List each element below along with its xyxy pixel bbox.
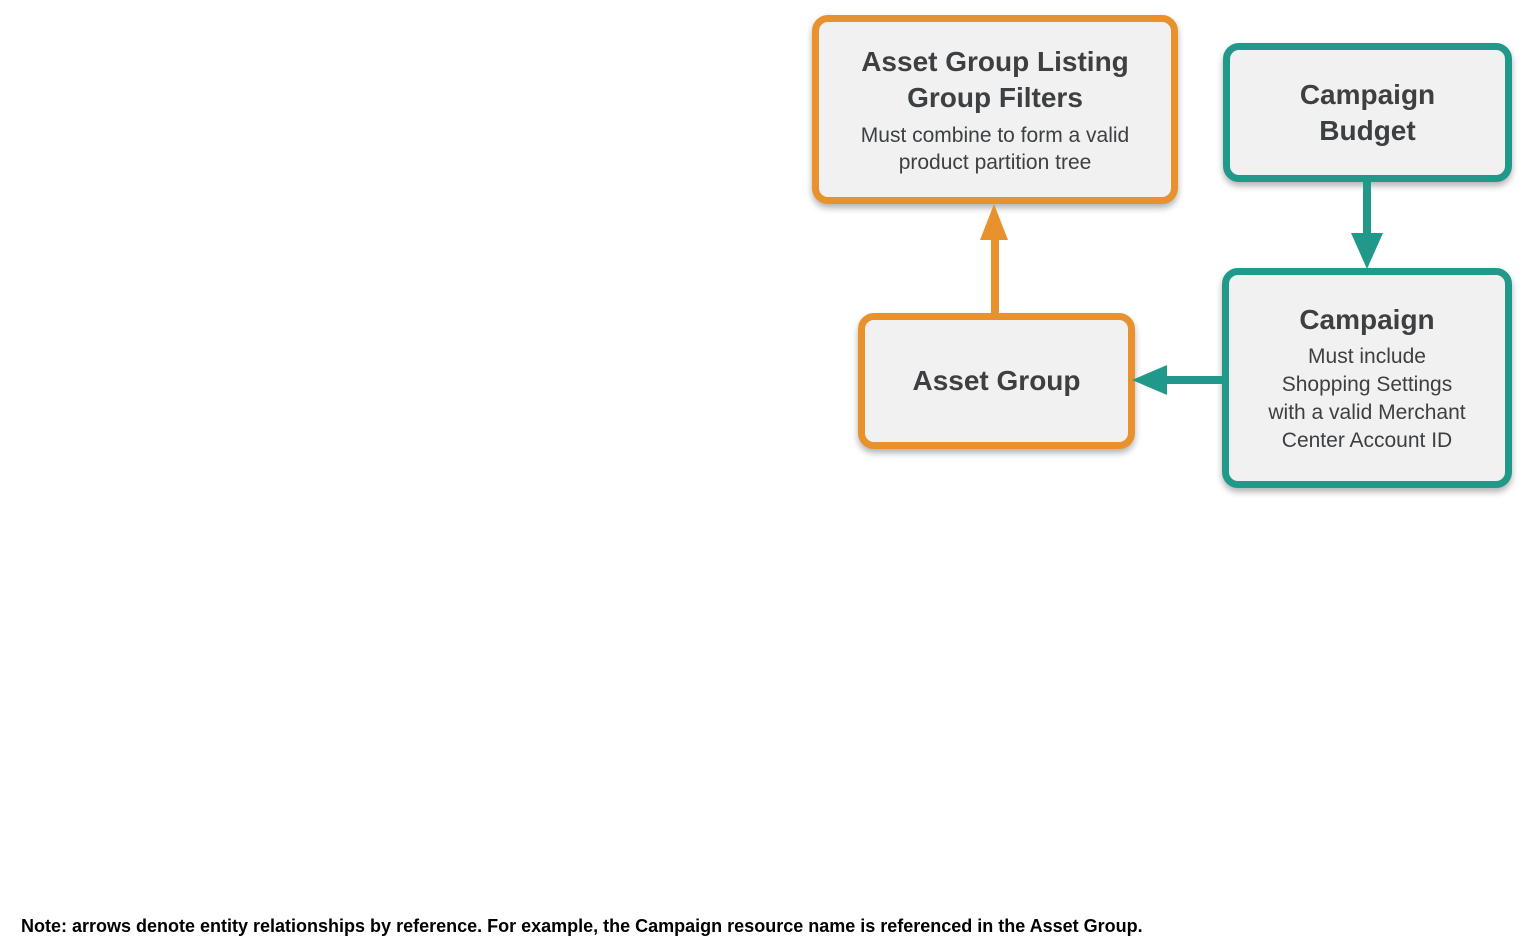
node-subtitle: Must include Shopping Settings with a va… [1268, 343, 1465, 455]
node-subtitle: Must combine to form a valid product par… [861, 122, 1129, 176]
arrow-head-down-icon [1351, 233, 1383, 269]
node-subtitle-line: Must combine to form a valid [860, 123, 1130, 147]
node-subtitle-line: Shopping Settings [1281, 372, 1453, 396]
node-title: Campaign Budget [1300, 77, 1435, 149]
node-title-line: Group Filters [907, 81, 1083, 113]
node-asset-group: Asset Group [858, 313, 1135, 449]
footnote: Note: arrows denote entity relationships… [21, 916, 1143, 936]
arrow-shaft [991, 238, 999, 315]
node-subtitle-line: Must include [1308, 344, 1426, 368]
arrow-shaft [1165, 376, 1222, 384]
arrow-head-left-icon [1132, 365, 1167, 395]
node-title-line: Campaign [1299, 78, 1436, 110]
node-title: Campaign [1299, 303, 1435, 335]
node-title-line: Asset Group Listing [861, 45, 1129, 77]
arrow-head-up-icon [980, 204, 1008, 240]
node-subtitle-line: Center Account ID [1281, 428, 1453, 452]
node-campaign: Campaign Must include Shopping Settings … [1222, 268, 1512, 488]
node-asset-group-listing-group-filters: Asset Group Listing Group Filters Must c… [812, 15, 1178, 204]
node-subtitle-line: product partition tree [898, 150, 1092, 174]
node-title: Asset Group [912, 365, 1081, 396]
node-title-line: Budget [1319, 114, 1416, 146]
arrow-shaft [1363, 181, 1371, 236]
node-subtitle-line: with a valid Merchant [1268, 400, 1466, 424]
node-campaign-budget: Campaign Budget [1223, 43, 1512, 182]
node-title: Asset Group Listing Group Filters [861, 44, 1129, 116]
